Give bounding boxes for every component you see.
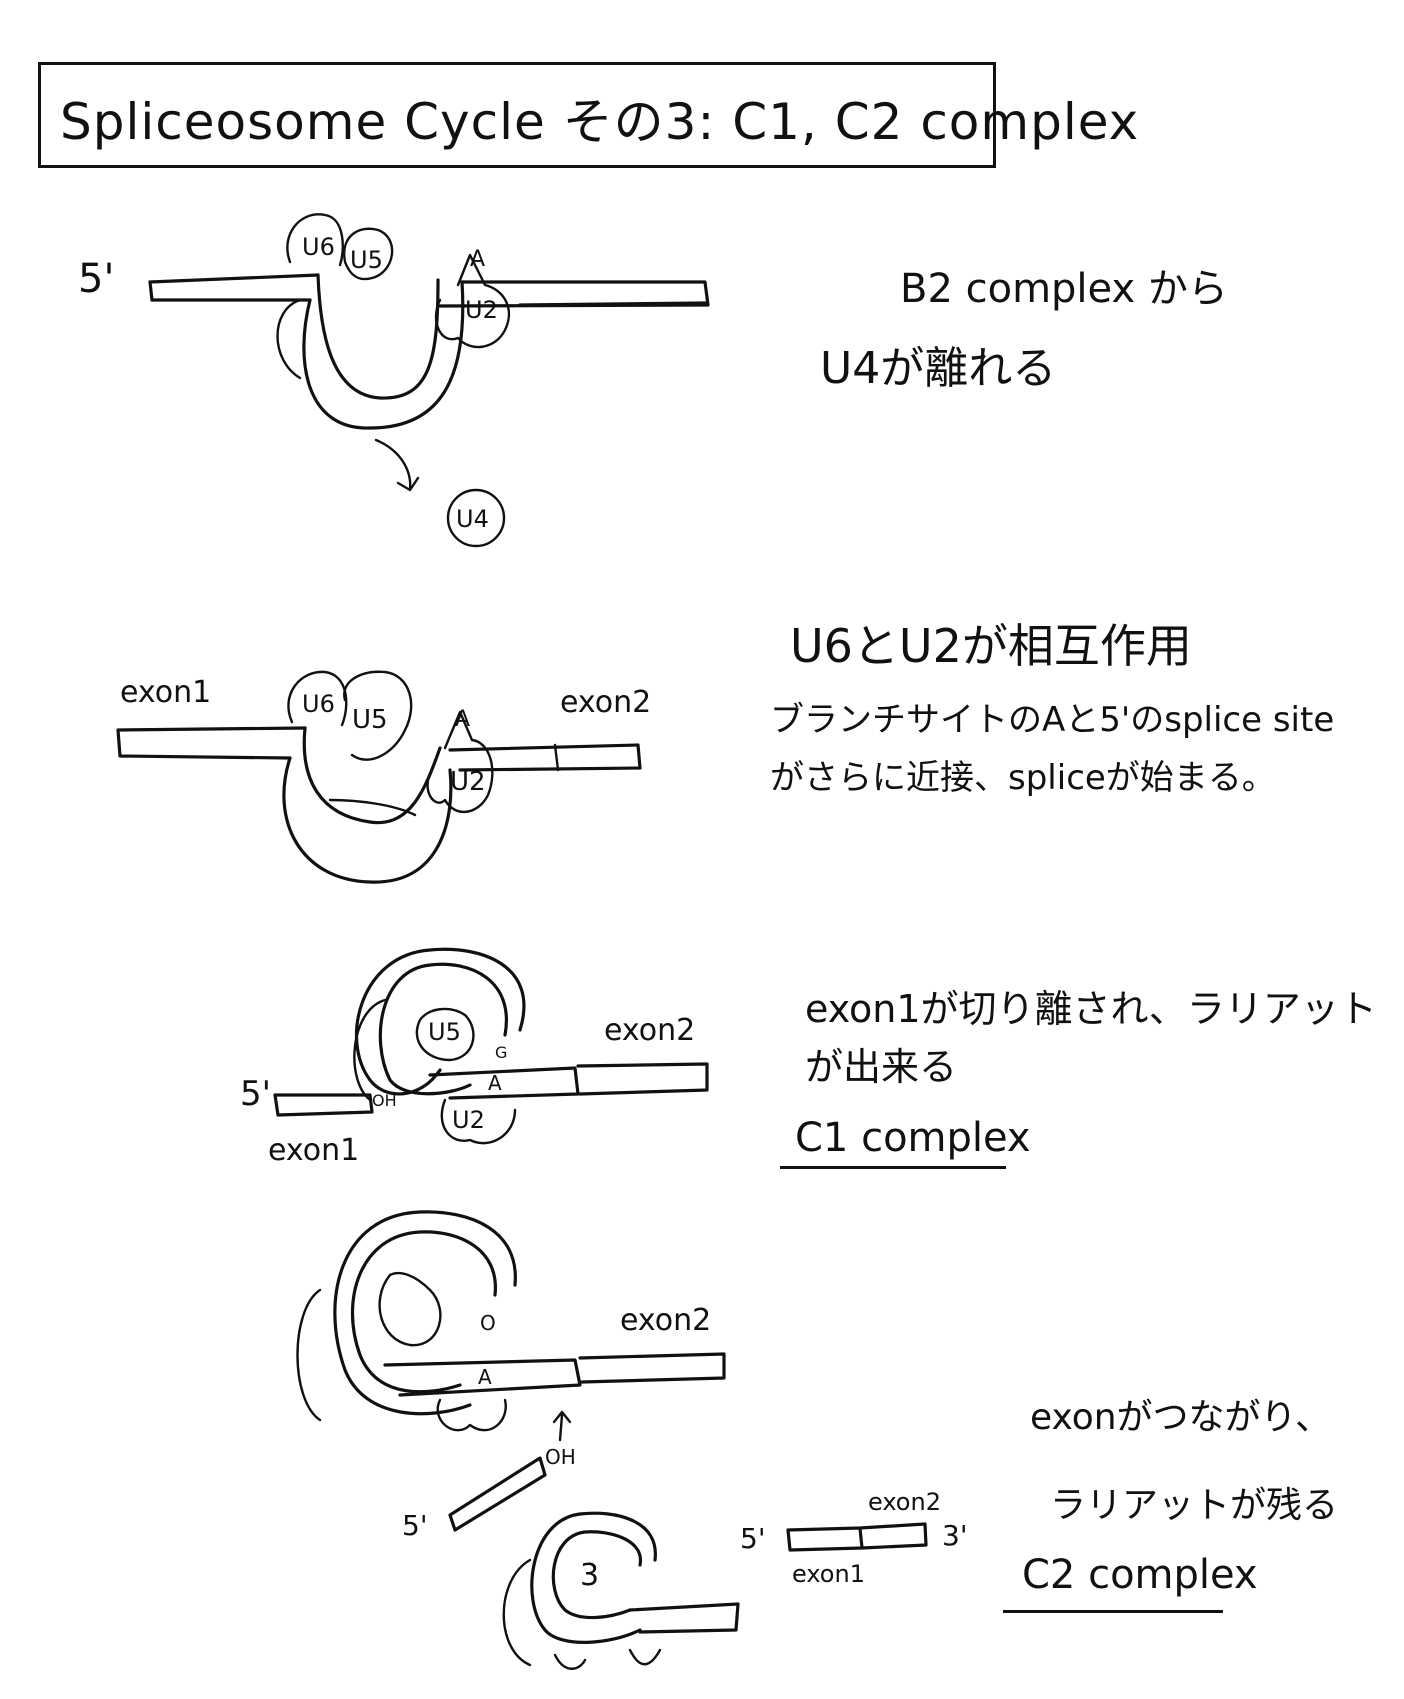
panel1-a-label: A: [470, 247, 485, 272]
panel3-u6-shape: [353, 998, 387, 1102]
panel4-diagram: exon2 O A OH 5' 5' exon2 exon1 3' 3: [296, 1210, 968, 1670]
panel4-u2-shape: [436, 1398, 507, 1432]
panel3-five-prime-label: 5': [240, 1074, 271, 1114]
panel3-lariat-inner: [378, 962, 508, 1096]
panel3-u5-shape: [415, 1007, 475, 1062]
panel2-u2-shape: [426, 710, 494, 814]
panel4-released-five-prime-label: 5': [402, 1509, 428, 1542]
panel2-exon2-label: exon2: [560, 685, 651, 720]
panel3-exon2-label: exon2: [604, 1013, 695, 1048]
panel3-exon2-strand: [576, 1062, 709, 1096]
panel4-joined-exon2-label: exon2: [868, 1488, 941, 1516]
panel1-release-arrow: [374, 438, 420, 492]
panel4-exon1-released-strand: [448, 1456, 547, 1532]
panel1-u6-shape: [286, 213, 344, 267]
panel3-complex-underline: [780, 1166, 1006, 1169]
panel2-note-line1: U6とU2が相互作用: [790, 619, 1192, 673]
panel3-u5-label: U5: [428, 1018, 461, 1046]
panel4-complex-underline: [1003, 1610, 1223, 1613]
panel3-note-line2: が出来る: [805, 1045, 958, 1089]
panel4-remaining-complex-shapes: [502, 1558, 662, 1670]
panel1-note-line1: B2 complex から: [900, 266, 1228, 312]
panel4-note-line2: ラリアットが残る: [1050, 1485, 1339, 1526]
panel4-joined-exon1-label: exon1: [792, 1560, 865, 1588]
panel4-o-label: O: [480, 1311, 496, 1335]
panel4-u6-shape: [296, 1288, 322, 1422]
panel1-right-strand: [436, 280, 710, 308]
panel2-note-line3: がさらに近接、spliceが始まる。: [770, 758, 1276, 798]
panel4-a-label: A: [478, 1365, 492, 1389]
panel1-intron-outer: [302, 280, 465, 430]
panel4-remaining-lariat-inner: [551, 1530, 642, 1620]
panel1-left-cap: [148, 280, 154, 302]
panel4-joined-five-prime-label: 5': [740, 1522, 766, 1555]
panel3-complex-label: C1 complex: [795, 1115, 1031, 1161]
panel3-exon1-label: exon1: [268, 1133, 359, 1168]
panel2-intron-outer: [282, 756, 453, 884]
panel2-u6-u2-interaction: [328, 798, 417, 817]
panel1-five-prime-label: 5': [78, 256, 114, 302]
panel1-u4-label: U4: [456, 505, 489, 533]
panel4-branch-strand: [383, 1358, 582, 1397]
panel2-u5-shape: [343, 670, 413, 761]
panel1-note-line2: U4が離れる: [820, 343, 1057, 394]
panel1-intron-inner: [316, 273, 440, 400]
panel1-u5-shape: [343, 227, 394, 281]
panel3-exon1-strand: [273, 1093, 374, 1117]
panel2-note-line2: ブランチサイトのAと5'のsplice site: [770, 700, 1335, 740]
panel2-left-strand: [116, 726, 307, 760]
panel4-remaining-lariat-tail: [628, 1602, 740, 1634]
panel3-note-line1: exon1が切り離され、ラリアット: [805, 987, 1377, 1031]
panel1-diagram: 5' U6 U5 A U2 U4: [78, 213, 710, 548]
panel3-g-label: G: [495, 1043, 507, 1062]
title-box: [38, 62, 996, 168]
panel4-three-prime-label: 3': [942, 1519, 968, 1552]
panel4-u5-shape: [378, 1271, 442, 1347]
panel3-diagram: 5' exon1 exon2 OH U5 G A U2: [240, 947, 709, 1168]
panel2-u6-shape: [287, 670, 348, 727]
panel4-remaining-lariat-outer: [530, 1511, 657, 1644]
panel4-lariat-inner: [351, 1230, 497, 1394]
panel3-u2-shape: [440, 1098, 517, 1145]
panel1-u2-shape: [434, 253, 511, 349]
panel1-u4-shape: [446, 488, 506, 548]
panel2-u6-label: U6: [302, 690, 335, 718]
panel2-splice-mark: [553, 743, 560, 772]
panel3-lariat-outer: [355, 947, 526, 1096]
panel3-u2-label: U2: [452, 1106, 485, 1134]
panel4-oh-arrow: [552, 1410, 572, 1442]
panel4-oh-label: OH: [545, 1445, 576, 1469]
panel4-joined-exons-strand: [786, 1522, 928, 1552]
panel3-oh-label: OH: [372, 1091, 397, 1110]
panel1-u5-label: U5: [350, 246, 383, 274]
panel2-intron-inner: [302, 726, 442, 825]
panel2-right-strand: [448, 743, 642, 772]
panel4-lariat-outer: [333, 1210, 517, 1416]
panel2-u5-label: U5: [352, 705, 388, 735]
panel3-branch-strand: [428, 1066, 580, 1100]
panel4-exon2-strand: [578, 1352, 726, 1384]
panel1-u2-label: U2: [465, 296, 498, 324]
panel4-note-line1: exonがつながり、: [1030, 1397, 1332, 1438]
panel1-u4-attached-shape: [276, 298, 302, 380]
panel4-lariat-mark: 3: [580, 1558, 599, 1593]
panel1-u6-label: U6: [302, 233, 335, 261]
panel2-diagram: exon1 exon2 U6 U5 A U2: [116, 670, 651, 884]
panel2-exon1-label: exon1: [120, 675, 211, 710]
panel2-u2-label: U2: [450, 767, 486, 797]
panel1-left-strand: [148, 273, 320, 302]
page-title: Spliceosome Cycle その3: C1, C2 complex: [60, 93, 1140, 151]
panel4-complex-label: C2 complex: [1022, 1552, 1258, 1598]
panel4-exon2-label: exon2: [620, 1303, 711, 1338]
panel3-a-label: A: [488, 1071, 502, 1095]
